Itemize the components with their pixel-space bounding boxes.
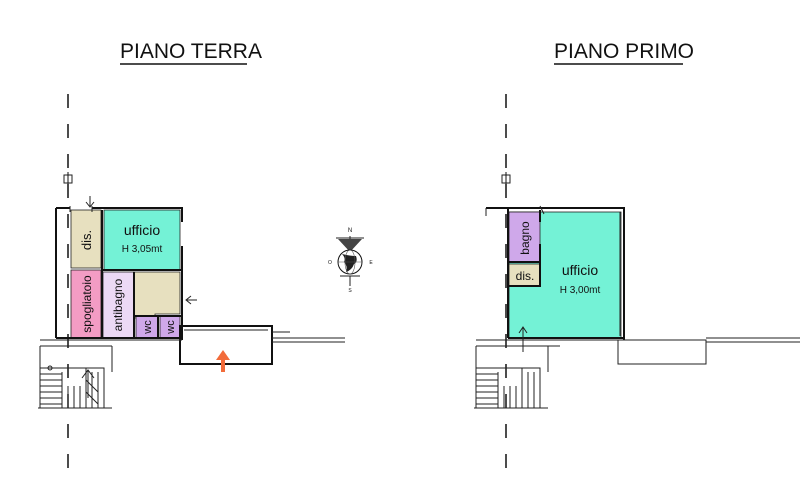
label-height-ground: H 3,05mt <box>122 244 163 255</box>
label-dis-first: dis. <box>516 269 535 283</box>
ground-floor-plan: ufficio H 3,05mt dis. spogliatoio antiba… <box>38 196 345 409</box>
room-corridor-ground <box>133 271 181 319</box>
first-floor-plan: ufficio H 3,00mt bagno dis. <box>474 205 800 409</box>
room-bagno <box>508 211 541 263</box>
label-dis-ground: dis. <box>79 230 94 250</box>
ground-floor-title: PIANO TERRA <box>120 40 262 63</box>
label-wc-1: wc <box>142 320 154 335</box>
first-floor-outer-walls <box>486 207 625 340</box>
room-ufficio-ground <box>103 209 181 271</box>
room-dis-ground <box>70 209 102 269</box>
arrow-left-icon <box>185 295 197 305</box>
first-floor-title: PIANO PRIMO <box>554 40 694 63</box>
label-ufficio-first: ufficio <box>562 262 599 278</box>
label-antibagno: antibagno <box>111 278 125 331</box>
label-spogliatoio: spogliatoio <box>80 275 94 333</box>
ground-floor-inner-walls <box>101 210 182 338</box>
arrow-down-icon <box>85 196 95 208</box>
label-bagno: bagno <box>518 221 532 255</box>
compass-rose-icon: N O E S <box>328 228 373 294</box>
first-stair-icon <box>474 367 548 409</box>
ground-floor-outer-walls <box>55 207 183 340</box>
ground-annex-outline <box>179 325 273 365</box>
compass-south: S <box>348 288 352 294</box>
first-floor-inner-walls <box>509 210 541 287</box>
compass-north: N <box>348 228 352 234</box>
compass-west: O <box>328 260 332 266</box>
entrance-arrow-icon <box>216 350 230 372</box>
label-height-first: H 3,00mt <box>560 285 601 296</box>
label-wc-2: wc <box>165 320 177 335</box>
label-ufficio-ground: ufficio <box>124 222 161 238</box>
compass-east: E <box>369 260 373 266</box>
ground-stair-icon <box>38 365 112 409</box>
